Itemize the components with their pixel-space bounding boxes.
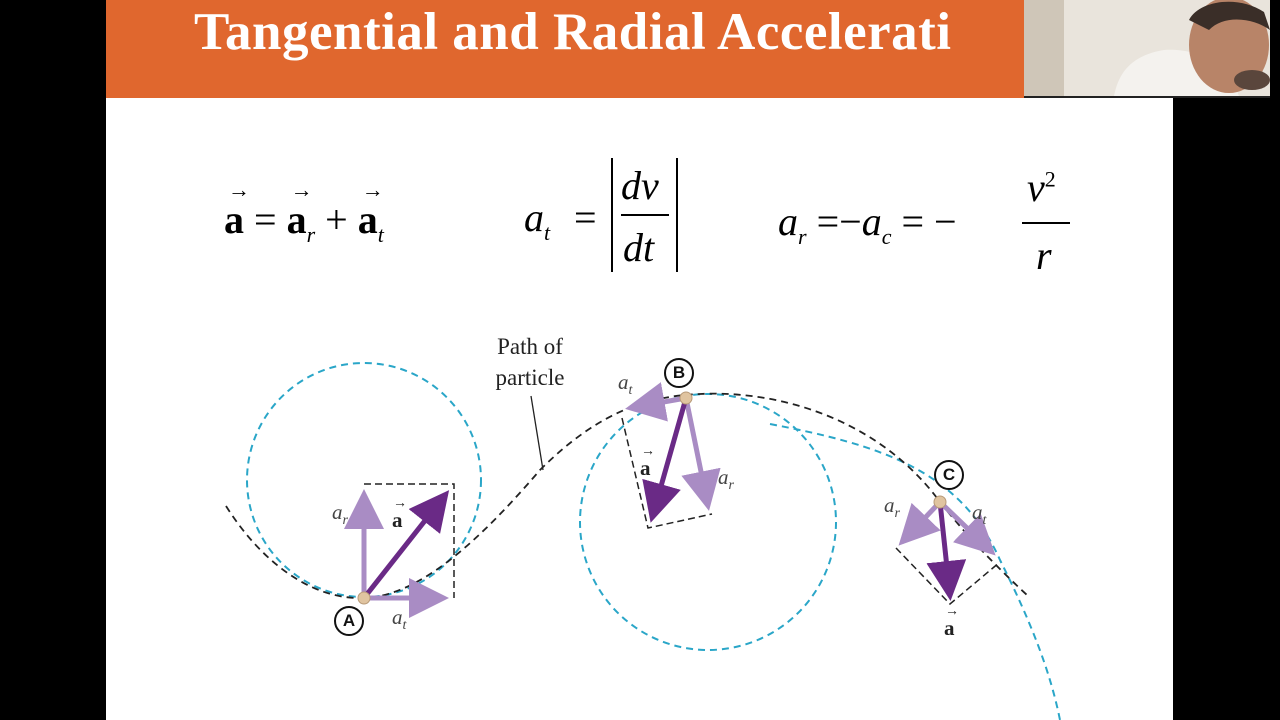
label-vec-a-c: →a bbox=[944, 604, 959, 640]
eq1-ar-sub: r bbox=[306, 222, 316, 247]
label-vec-a-b: →a bbox=[640, 444, 655, 480]
parallelogram-c bbox=[895, 547, 1001, 606]
curvature-arc-c bbox=[769, 423, 1061, 720]
point-label-b: B bbox=[664, 358, 694, 388]
eq2-den: dt bbox=[623, 225, 655, 270]
fraction-bar bbox=[621, 214, 669, 216]
eq2-num: dv bbox=[621, 163, 659, 208]
point-label-c: C bbox=[934, 460, 964, 490]
arrow-ar-b bbox=[681, 397, 721, 511]
presenter-video-icon bbox=[1024, 0, 1270, 96]
slide-title: Tangential and Radial Accelerati bbox=[194, 3, 952, 61]
abs-bar-left bbox=[611, 158, 613, 272]
eq3-num-sup: 2 bbox=[1044, 166, 1056, 192]
parallelogram-b bbox=[621, 417, 713, 529]
eq1-plus: + bbox=[325, 197, 348, 242]
eq1-at-sub: t bbox=[377, 222, 384, 247]
eq1-at: a bbox=[357, 197, 378, 242]
eq3-equals2: = bbox=[901, 199, 925, 244]
particle-dot-c bbox=[933, 495, 947, 509]
arrow-at-b bbox=[625, 382, 687, 422]
eq1-equals: = bbox=[254, 197, 277, 242]
eq2-equals: = bbox=[574, 195, 597, 240]
label-ar-c: ar bbox=[884, 493, 900, 522]
eq2-lhs: a bbox=[524, 195, 544, 240]
curvature-circle-b bbox=[579, 393, 837, 651]
arrow-a-c bbox=[926, 501, 967, 601]
label-ar-b: ar bbox=[718, 465, 734, 494]
label-at-a: at bbox=[392, 605, 407, 634]
eq3-num: v bbox=[1027, 165, 1045, 210]
arrow-a-a bbox=[362, 490, 450, 600]
eq1-ar: a bbox=[286, 197, 307, 242]
slide: Tangential and Radial Accelerati →a = →a… bbox=[106, 0, 1173, 720]
eq3-den: r bbox=[1036, 233, 1052, 278]
equation-tangential: at = dv dt bbox=[524, 158, 694, 274]
equation-vector-sum: →a = →ar + →at bbox=[224, 177, 384, 247]
path-pointer-line bbox=[530, 395, 544, 471]
arrow-a-b bbox=[642, 397, 689, 523]
arrow-at-c bbox=[938, 500, 996, 556]
particle-dot-a bbox=[357, 591, 371, 605]
eq3-lhs: a bbox=[778, 199, 798, 244]
eq3-ac: a bbox=[861, 199, 882, 244]
parallelogram-a bbox=[364, 483, 455, 598]
eq3-ac-sub: c bbox=[881, 224, 892, 249]
path-label-line2: particle bbox=[495, 365, 565, 390]
path-label: Path of particle bbox=[468, 331, 592, 393]
equation-radial: ar =−ac = − v2 r bbox=[778, 164, 1078, 280]
eq2-lhs-sub: t bbox=[544, 220, 551, 245]
label-ar-a: ar bbox=[332, 500, 348, 529]
eq3-minus2: − bbox=[934, 199, 957, 244]
label-vec-a-a: →a bbox=[392, 496, 407, 532]
presenter-webcam bbox=[1024, 0, 1270, 98]
eq3-lhs-sub: r bbox=[798, 224, 807, 249]
arrow-ar-c bbox=[898, 500, 942, 546]
particle-dot-b bbox=[679, 391, 693, 405]
point-label-a: A bbox=[334, 606, 364, 636]
abs-bar-right bbox=[676, 158, 678, 272]
acceleration-figure bbox=[225, 362, 1061, 720]
fraction-bar-2 bbox=[1022, 222, 1070, 224]
path-label-line1: Path of bbox=[497, 334, 563, 359]
label-at-b: at bbox=[618, 370, 633, 399]
particle-path bbox=[225, 392, 1029, 599]
eq1-a: a bbox=[224, 197, 244, 242]
title-bar: Tangential and Radial Accelerati bbox=[106, 0, 1173, 98]
eq3-equals1: = bbox=[816, 199, 840, 244]
label-at-c: at bbox=[972, 500, 987, 529]
eq3-minus1: − bbox=[839, 199, 862, 244]
